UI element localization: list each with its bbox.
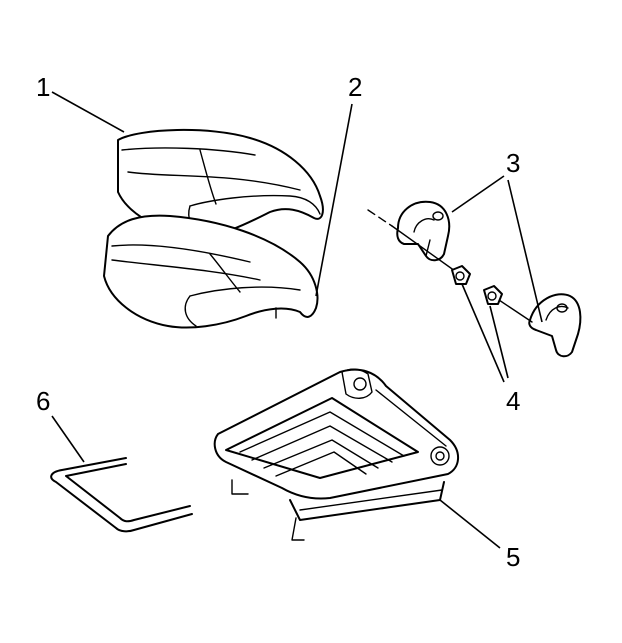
seat-cushion-cover bbox=[117, 129, 324, 241]
leader-line-4b bbox=[489, 305, 509, 379]
callout-3: 3 bbox=[506, 148, 520, 178]
callout-6: 6 bbox=[36, 386, 50, 416]
leader-line-5 bbox=[439, 499, 501, 549]
leader-line-3a bbox=[451, 175, 505, 213]
seat-rod-wire bbox=[50, 457, 193, 533]
leader-line-1 bbox=[51, 91, 125, 133]
leader-line-6 bbox=[51, 415, 85, 463]
callout-5: 5 bbox=[506, 542, 520, 572]
callout-1: 1 bbox=[36, 72, 50, 102]
callout-2: 2 bbox=[348, 72, 362, 102]
seat-hinge-bracket-right bbox=[528, 293, 582, 358]
callout-4: 4 bbox=[506, 386, 520, 416]
seat-frame-adjuster bbox=[213, 368, 459, 541]
leader-line-3b bbox=[507, 179, 543, 323]
seat-hinge-bracket-left bbox=[396, 200, 451, 262]
hinge-bolt-right bbox=[483, 285, 503, 305]
leader-line-2 bbox=[315, 103, 353, 297]
seat-cushion-pad bbox=[103, 214, 319, 329]
leader-line-4a bbox=[461, 283, 505, 383]
hinge-bolt-left bbox=[451, 265, 471, 285]
